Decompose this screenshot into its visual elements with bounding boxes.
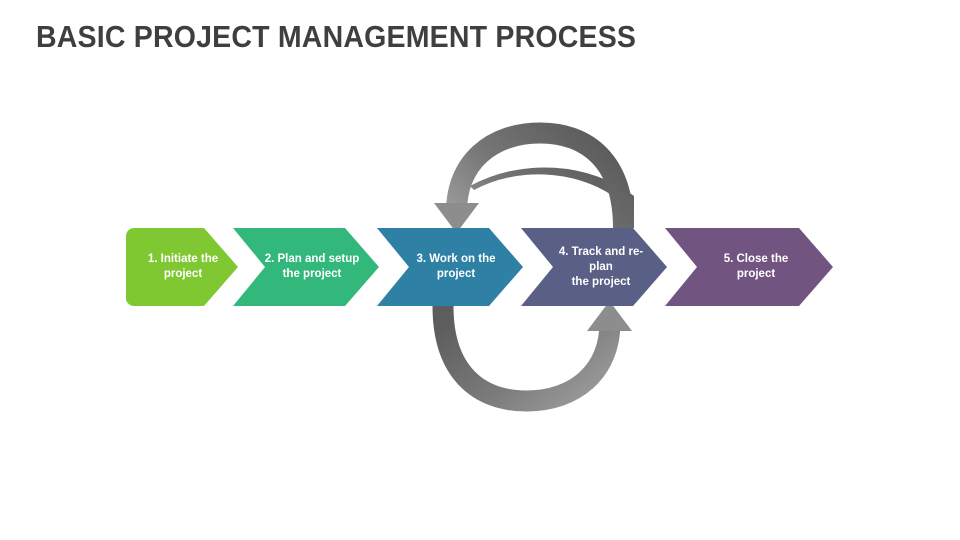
process-step-5-label: 5. Close the project xyxy=(723,253,789,280)
chevron-shape-1 xyxy=(126,228,238,306)
chevron-shape-5 xyxy=(665,228,833,306)
process-step-2-label: 2. Plan and setup the project xyxy=(264,253,360,280)
process-step-1-label: 1. Initiate the project xyxy=(147,253,219,280)
process-step-2[interactable]: 2. Plan and setup the project xyxy=(233,228,379,306)
process-step-3[interactable]: 3. Work on the project xyxy=(377,228,523,306)
chevron-shape-3 xyxy=(377,228,523,306)
process-step-3-label: 3. Work on the project xyxy=(416,253,496,280)
page-title: BASIC PROJECT MANAGEMENT PROCESS xyxy=(36,19,637,54)
process-step-4[interactable]: 4. Track and re- plan the project xyxy=(521,228,667,306)
process-step-5[interactable]: 5. Close the project xyxy=(665,228,833,306)
process-step-1[interactable]: 1. Initiate the project xyxy=(126,228,238,306)
process-step-4-label: 4. Track and re- plan the project xyxy=(558,245,644,288)
chevron-shape-4 xyxy=(521,228,667,306)
chevron-shape-2 xyxy=(233,228,379,306)
